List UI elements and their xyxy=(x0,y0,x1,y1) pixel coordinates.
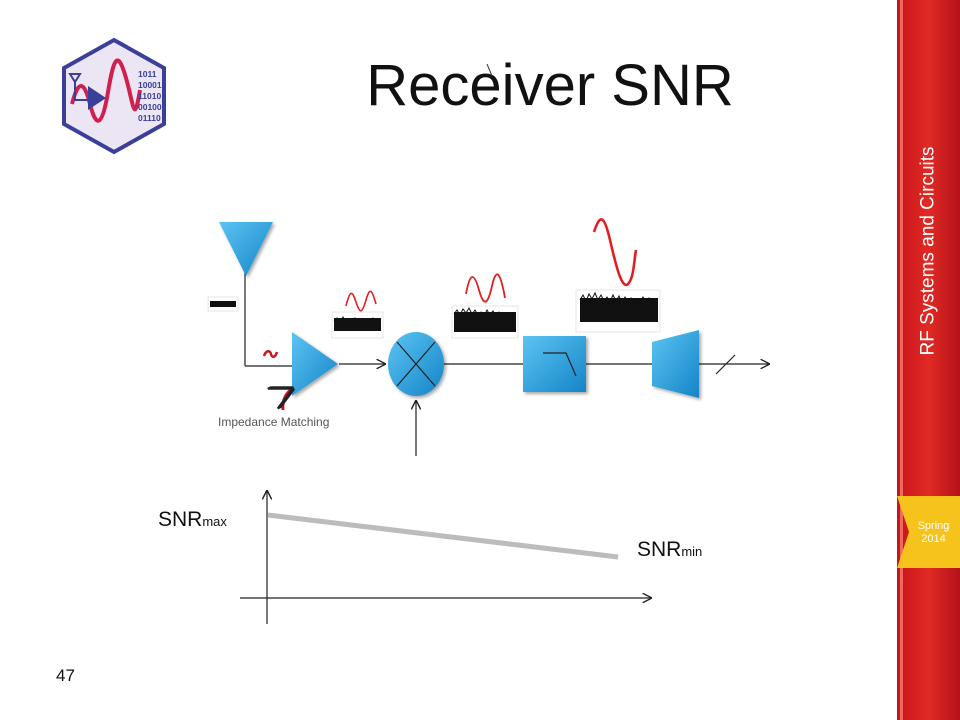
snr-trend-line xyxy=(267,512,619,560)
signal-wave-filter xyxy=(592,218,638,287)
semester-text: Spring 2014 xyxy=(911,520,956,546)
matching-tilde-icon xyxy=(262,350,279,358)
logo-bits-line: 01110 xyxy=(138,113,161,123)
snr-plot: SNRmax SNRmin xyxy=(158,490,702,624)
impedance-matching-label: Impedance Matching xyxy=(218,415,329,429)
logo-bits-line: 1011 xyxy=(138,69,157,79)
logo: 1011 10001 11010 00100 01110 xyxy=(62,37,166,155)
signal-wave-lna xyxy=(345,290,377,312)
receiver-diagram: 1011 10001 11010 00100 01110 xyxy=(62,37,770,624)
adc-icon xyxy=(652,330,699,398)
logo-bits: 1011 10001 11010 00100 01110 xyxy=(138,69,162,123)
signal-wave-mixer xyxy=(465,273,506,303)
logo-hexagon xyxy=(62,37,166,155)
logo-amplifier-icon xyxy=(88,86,106,110)
title-cursor-mark xyxy=(486,63,493,77)
sidebar-edge xyxy=(900,0,903,720)
mixer-icon xyxy=(388,332,444,396)
snr-max-main: SNR xyxy=(158,508,202,531)
noise-strip-antenna xyxy=(207,296,239,312)
slide-title: Receiver SNR xyxy=(366,53,734,118)
snr-max-sub: max xyxy=(202,514,227,529)
logo-wave-icon xyxy=(70,58,142,123)
lna-amplifier-icon xyxy=(292,332,338,396)
snr-max-label: SNRmax xyxy=(158,508,227,531)
matching-arrow-icon xyxy=(283,388,294,411)
snr-min-sub: min xyxy=(681,544,702,559)
semester-year: 2014 xyxy=(921,533,946,545)
snr-min-main: SNR xyxy=(637,538,681,561)
sidebar-band: RF Systems and Circuits xyxy=(897,0,960,720)
course-title: RF Systems and Circuits xyxy=(897,0,960,720)
semester-badge-shape xyxy=(897,496,960,568)
logo-bits-line: 10001 xyxy=(138,80,162,90)
semester-season: Spring xyxy=(917,520,950,532)
course-title-text: RF Systems and Circuits xyxy=(917,146,939,356)
signal-wiring xyxy=(244,270,770,456)
antenna-icon xyxy=(219,222,273,276)
semester-badge: Spring 2014 xyxy=(893,496,960,568)
page-number: 47 xyxy=(56,666,75,685)
logo-bits-line: 11010 xyxy=(138,91,161,101)
noise-strip-filter xyxy=(575,289,661,333)
logo-bits-line: 00100 xyxy=(138,102,162,112)
lowpass-filter-icon xyxy=(523,336,586,392)
noise-strip-mixer xyxy=(451,305,519,339)
logo-antenna-icon xyxy=(68,73,92,101)
bus-slash-icon xyxy=(715,354,736,375)
snr-min-label: SNRmin xyxy=(637,538,702,561)
noise-strip-lna xyxy=(331,311,384,339)
